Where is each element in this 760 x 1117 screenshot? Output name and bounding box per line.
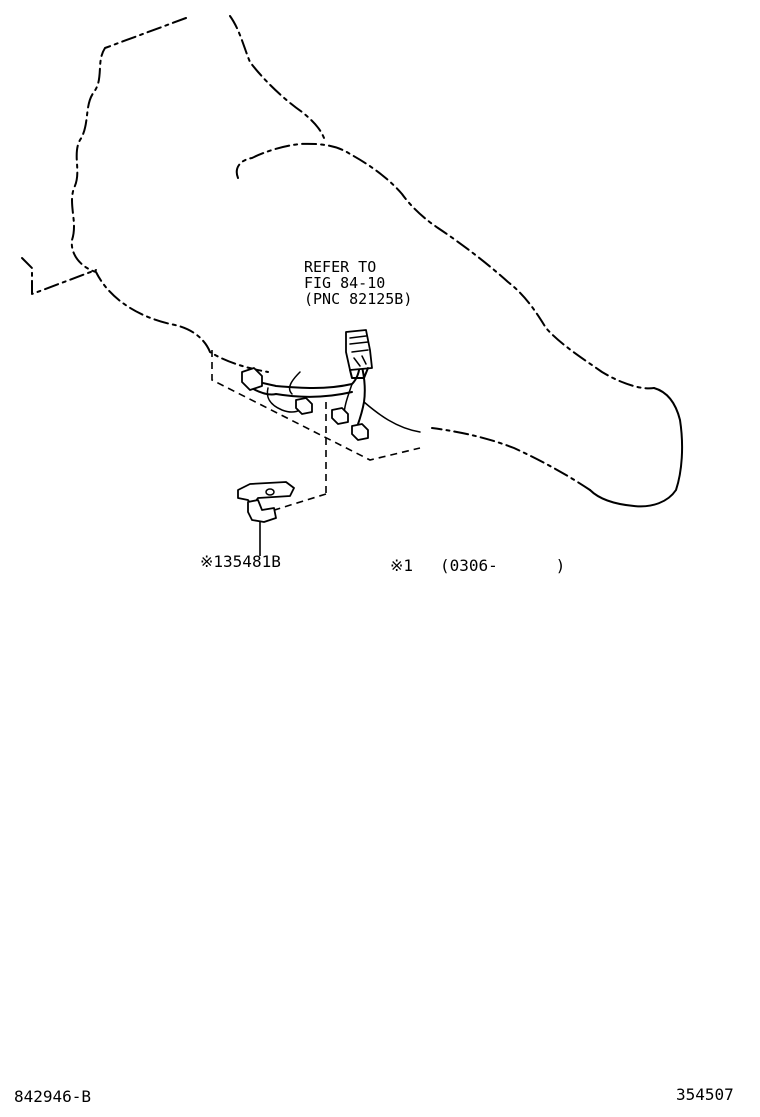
wire-harness — [243, 359, 421, 433]
refer-line-3: (PNC 82125B) — [304, 290, 412, 308]
applicability-note: ※1 (0306- ) — [390, 556, 565, 575]
assembly-leader-lines — [211, 350, 421, 556]
catalog-number: 354507 — [676, 1085, 734, 1104]
refer-line-1: REFER TO — [304, 258, 376, 276]
refer-line-2: FIG 84-10 — [304, 274, 385, 292]
illustration-code: 842946-B — [14, 1087, 91, 1106]
transmission-housing-outline — [21, 15, 684, 508]
note-date-range: (0306- ) — [440, 556, 565, 575]
note-marker: ※1 — [390, 556, 413, 575]
bracket-icon — [237, 481, 295, 523]
harness-clips — [241, 367, 369, 441]
connector-icon — [345, 329, 373, 379]
refer-callout: REFER TO FIG 84-10 (PNC 82125B) — [304, 258, 412, 308]
part-number-label[interactable]: ※135481B — [200, 552, 281, 571]
